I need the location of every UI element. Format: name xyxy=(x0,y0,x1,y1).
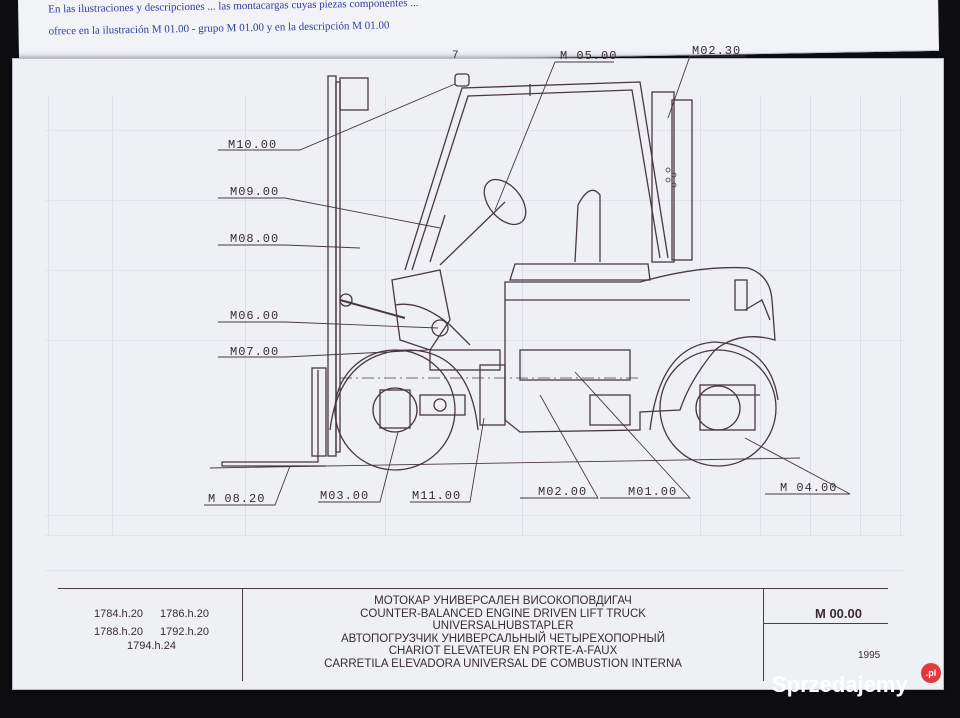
grid-line xyxy=(45,535,905,536)
title-en: COUNTER-BALANCED ENGINE DRIVEN LIFT TRUC… xyxy=(360,607,646,620)
grid-line xyxy=(522,95,523,535)
callout-m03: M03.00 xyxy=(320,489,370,503)
callout-m02: M02.00 xyxy=(538,485,588,499)
title-fr: CHARIOT ELEVATEUR EN PORTE-A-FAUX xyxy=(388,645,618,657)
callout-m07: M07.00 xyxy=(230,345,280,359)
callout-m11: M11.00 xyxy=(412,489,462,503)
title-ru: АВТОПОГРУЗЧИК УНИВЕРСАЛЬНЫЙ ЧЕТЫРЕХОПОРН… xyxy=(341,632,665,645)
grid-line xyxy=(245,95,246,535)
model-code-4: 1792.h.20 xyxy=(160,626,209,638)
title-block xyxy=(58,588,888,681)
callout-m06: M06.00 xyxy=(230,309,280,323)
callout-m0820: M 08.20 xyxy=(208,492,266,506)
drawing-code: M 00.00 xyxy=(815,606,862,621)
grid-line xyxy=(45,200,905,201)
drawing-sheet xyxy=(12,58,944,690)
year: 1995 xyxy=(858,650,881,661)
grid-line xyxy=(810,95,811,535)
title-es: CARRETILA ELEVADORA UNIVERSAL DE COMBUST… xyxy=(324,657,682,670)
grid-line xyxy=(760,95,761,535)
grid-line xyxy=(900,95,901,535)
brand-badge: .pl xyxy=(921,663,941,683)
grid-line xyxy=(45,515,905,516)
callout-m05: M 05.00 xyxy=(560,49,618,63)
title-bg: МОТОКАР УНИВЕРСАЛЕН ВИСОКОПОВДИГАЧ xyxy=(374,595,632,607)
callout-m09: M09.00 xyxy=(230,185,280,199)
grid-line xyxy=(112,95,113,535)
grid-line xyxy=(860,95,861,535)
model-code-2: 1786.h.20 xyxy=(160,608,209,620)
model-code-1: 1784.h.20 xyxy=(94,608,143,620)
callout-m04: M 04.00 xyxy=(780,481,838,495)
grid-line xyxy=(45,570,905,571)
page-number: 7 xyxy=(452,50,460,62)
model-code-3: 1788.h.20 xyxy=(94,626,143,638)
callout-m10: M10.00 xyxy=(228,138,278,152)
callout-m01: M01.00 xyxy=(628,485,678,499)
grid-line xyxy=(385,95,386,535)
model-code-5: 1794.h.24 xyxy=(127,640,176,652)
callout-m08: M08.00 xyxy=(230,232,280,246)
grid-line xyxy=(45,340,905,341)
grid-line xyxy=(45,130,905,131)
grid-line xyxy=(45,270,905,271)
title-de: UNIVERSALHUBSTAPLER xyxy=(432,620,574,632)
brand-watermark: Sprzedajemy xyxy=(772,672,908,697)
grid-line xyxy=(700,95,701,535)
title-lines: МОТОКАР УНИВЕРСАЛЕН ВИСОКОПОВДИГАЧ COUNT… xyxy=(242,595,764,670)
grid-line xyxy=(48,95,49,535)
callout-m0230: M02.30 xyxy=(692,44,742,58)
